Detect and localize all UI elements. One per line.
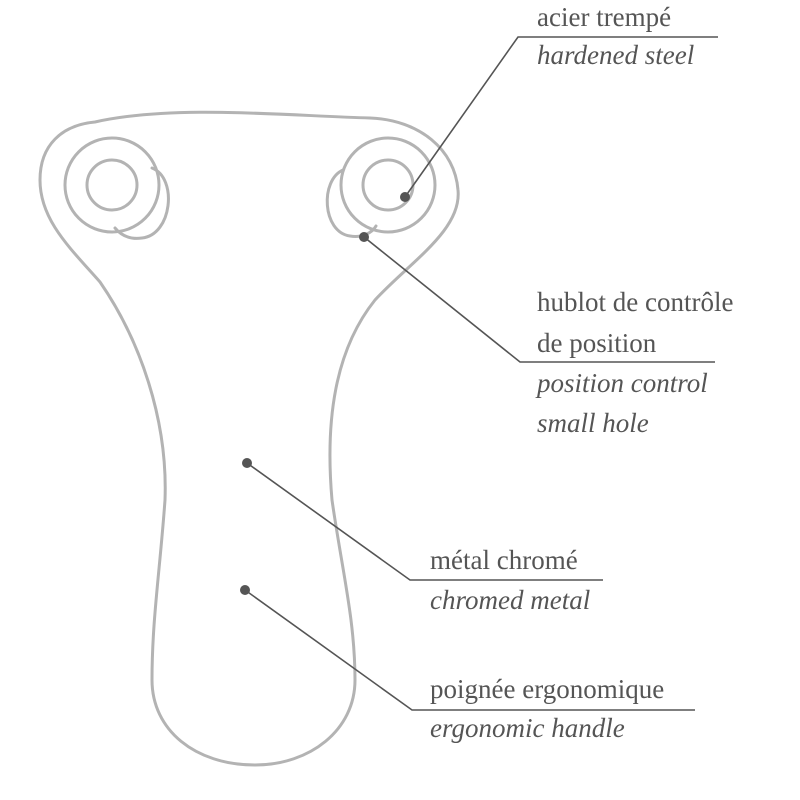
left-eyelet	[63, 136, 170, 240]
callout-chrome: métal chromé chromed metal	[242, 458, 603, 615]
callout-control-hole-fr-1: hublot de contrôle	[537, 287, 733, 317]
callout-control-hole: hublot de contrôle de position position …	[359, 232, 733, 438]
callout-control-hole-fr-2: de position	[537, 328, 657, 358]
callout-handle: poignée ergonomique ergonomic handle	[240, 585, 695, 743]
callout-handle-en: ergonomic handle	[430, 713, 625, 743]
callout-control-hole-leader	[363, 236, 715, 363]
callout-chrome-leader	[246, 462, 603, 581]
left-eyelet-outer-ring	[63, 136, 161, 234]
left-eyelet-inner-ring	[85, 158, 139, 212]
callout-chrome-en: chromed metal	[430, 585, 590, 615]
tool-body-outline	[38, 110, 460, 767]
callout-chrome-fr: métal chromé	[430, 545, 578, 575]
callout-control-hole-en-1: position control	[535, 368, 708, 398]
left-control-hole-outline	[113, 166, 170, 240]
callout-steel-leader	[404, 36, 718, 198]
callout-handle-leader	[244, 589, 695, 711]
right-control-hole-outline	[325, 168, 378, 238]
right-eyelet-outer-ring	[339, 136, 437, 234]
callout-control-hole-en-2: small hole	[537, 408, 649, 438]
right-eyelet	[325, 136, 437, 238]
callout-steel-fr: acier trempé	[537, 2, 671, 32]
right-eyelet-inner-ring	[361, 158, 415, 212]
callout-steel-en: hardened steel	[537, 40, 694, 70]
callout-steel: acier trempé hardened steel	[400, 2, 718, 202]
callout-handle-fr: poignée ergonomique	[430, 674, 664, 704]
